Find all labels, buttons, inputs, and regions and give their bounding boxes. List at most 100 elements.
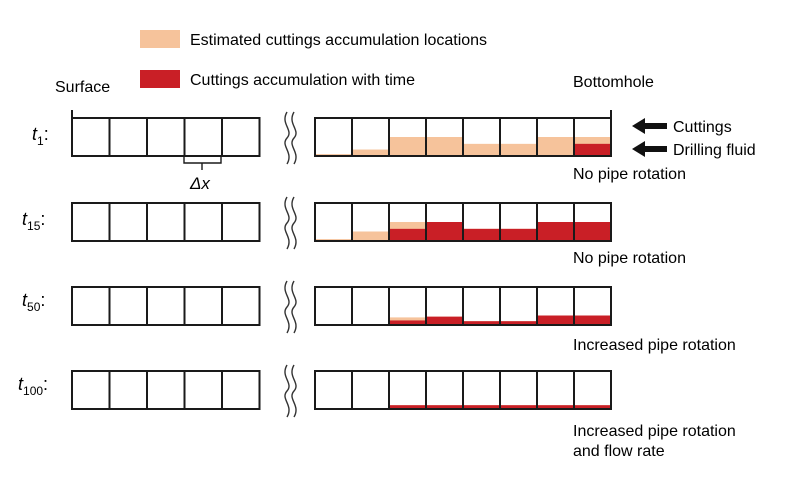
legend-label-estimated: Estimated cuttings accumulation location… (190, 32, 487, 49)
estimated-accumulation-fill (537, 137, 574, 156)
pipe-row-t100 (71, 364, 612, 418)
row-note-t100-line1: Increased pipe rotation (573, 423, 736, 440)
estimated-accumulation-fill (463, 143, 500, 156)
cuttings-accumulation-fill (537, 315, 574, 325)
surface-cell (183, 286, 223, 326)
surface-label: Surface (55, 79, 110, 96)
row-note-t1: No pipe rotation (573, 166, 686, 183)
cuttings-accumulation-fill (426, 405, 463, 409)
cuttings-accumulation-fill (463, 405, 500, 409)
flow-arrows: Cuttings Drilling fluid (632, 118, 756, 159)
bottomhole-label: Bottomhole (573, 74, 654, 91)
bottomhole-cell-bg (463, 287, 500, 325)
bottomhole-cell-bg (463, 371, 500, 409)
bottomhole-cell-bg (426, 371, 463, 409)
surface-cell (221, 202, 261, 242)
legend: Estimated cuttings accumulation location… (140, 30, 487, 89)
pipe-row-t1 (71, 111, 612, 165)
surface-cell (146, 117, 186, 157)
surface-cell (221, 286, 261, 326)
cuttings-accumulation-fill (426, 316, 463, 325)
delta-x-marker: Δx (183, 156, 222, 193)
cuttings-accumulation-fill (500, 228, 537, 241)
row-notes: No pipe rotation No pipe rotation Increa… (573, 166, 736, 460)
bottomhole-cell-bg (500, 287, 537, 325)
delta-x-label: Δx (189, 174, 210, 193)
surface-cell (146, 370, 186, 410)
cuttings-accumulation-fill (500, 321, 537, 325)
wavy-break-icon (284, 280, 290, 334)
drilling-fluid-arrow-icon (632, 141, 667, 157)
surface-cell (146, 286, 186, 326)
surface-cell (71, 202, 111, 242)
surface-cell (146, 202, 186, 242)
surface-cell (183, 202, 223, 242)
wavy-break-icon (291, 111, 297, 165)
time-base: t (32, 124, 38, 144)
cuttings-accumulation-fill (389, 405, 426, 409)
bottomhole-cell-bg (315, 203, 352, 241)
bottomhole-cell-bg (537, 371, 574, 409)
cuttings-accumulation-fill (574, 315, 611, 325)
cuttings-accumulation-fill (389, 228, 426, 241)
estimated-accumulation-fill (426, 137, 463, 156)
time-subscript: 100 (23, 384, 43, 398)
wavy-break-icon (291, 196, 297, 250)
row-note-t15: No pipe rotation (573, 250, 686, 267)
bottomhole-cell (573, 202, 612, 242)
surface-cell (108, 202, 148, 242)
bottomhole-cell-bg (315, 287, 352, 325)
cuttings-arrow-icon (632, 118, 667, 134)
time-label-t1: t1: (32, 124, 49, 148)
bottomhole-cell-bg (574, 371, 611, 409)
estimated-accumulation-fill (352, 149, 389, 156)
estimated-accumulation-fill (389, 137, 426, 156)
cuttings-accumulation-fill (500, 405, 537, 409)
bottomhole-cell-bg (500, 371, 537, 409)
bottomhole-cell-bg (389, 371, 426, 409)
surface-cell (108, 286, 148, 326)
time-base: t (22, 209, 28, 229)
time-labels: t1: t15: t50: t100: (18, 124, 49, 398)
legend-swatch-estimated (140, 30, 180, 48)
surface-cell (108, 370, 148, 410)
time-base: t (22, 290, 28, 310)
cuttings-accumulation-fill (389, 320, 426, 325)
time-subscript: 1 (37, 134, 44, 148)
time-subscript: 15 (27, 219, 41, 233)
delta-x-bracket (183, 156, 222, 170)
pipe-row-t15 (71, 196, 612, 250)
wavy-break-icon (284, 111, 290, 165)
wavy-break-icon (291, 280, 297, 334)
time-label-t15: t15: (22, 209, 45, 233)
row-note-t100-line2: and flow rate (573, 443, 665, 460)
surface-cell (183, 370, 223, 410)
row-note-t50: Increased pipe rotation (573, 337, 736, 354)
cuttings-accumulation-fill (574, 143, 611, 156)
bottomhole-cell (573, 370, 612, 410)
cuttings-accumulation-fill (574, 405, 611, 409)
estimated-accumulation-fill (500, 143, 537, 156)
cuttings-accumulation-fill (463, 228, 500, 241)
time-label-t100: t100: (18, 374, 48, 398)
wavy-break-icon (284, 364, 290, 418)
surface-cell (108, 117, 148, 157)
cuttings-accumulation-fill (574, 222, 611, 241)
estimated-accumulation-fill (352, 231, 389, 241)
pipe-rows (71, 110, 612, 418)
cuttings-accumulation-fill (463, 321, 500, 325)
surface-cell (71, 370, 111, 410)
pipe-row-t50 (71, 280, 612, 334)
surface-cell (221, 117, 261, 157)
cuttings-accumulation-fill (537, 222, 574, 241)
drilling-fluid-label: Drilling fluid (673, 142, 756, 159)
legend-swatch-accumulated (140, 70, 180, 88)
surface-cell (183, 117, 223, 157)
wavy-break-icon (291, 364, 297, 418)
cuttings-accumulation-fill (426, 222, 463, 241)
bottomhole-cell (573, 286, 612, 326)
bottomhole-cell-bg (352, 371, 389, 409)
legend-label-accumulated: Cuttings accumulation with time (190, 72, 415, 89)
bottomhole-cell-bg (315, 118, 352, 156)
time-subscript: 50 (27, 300, 41, 314)
